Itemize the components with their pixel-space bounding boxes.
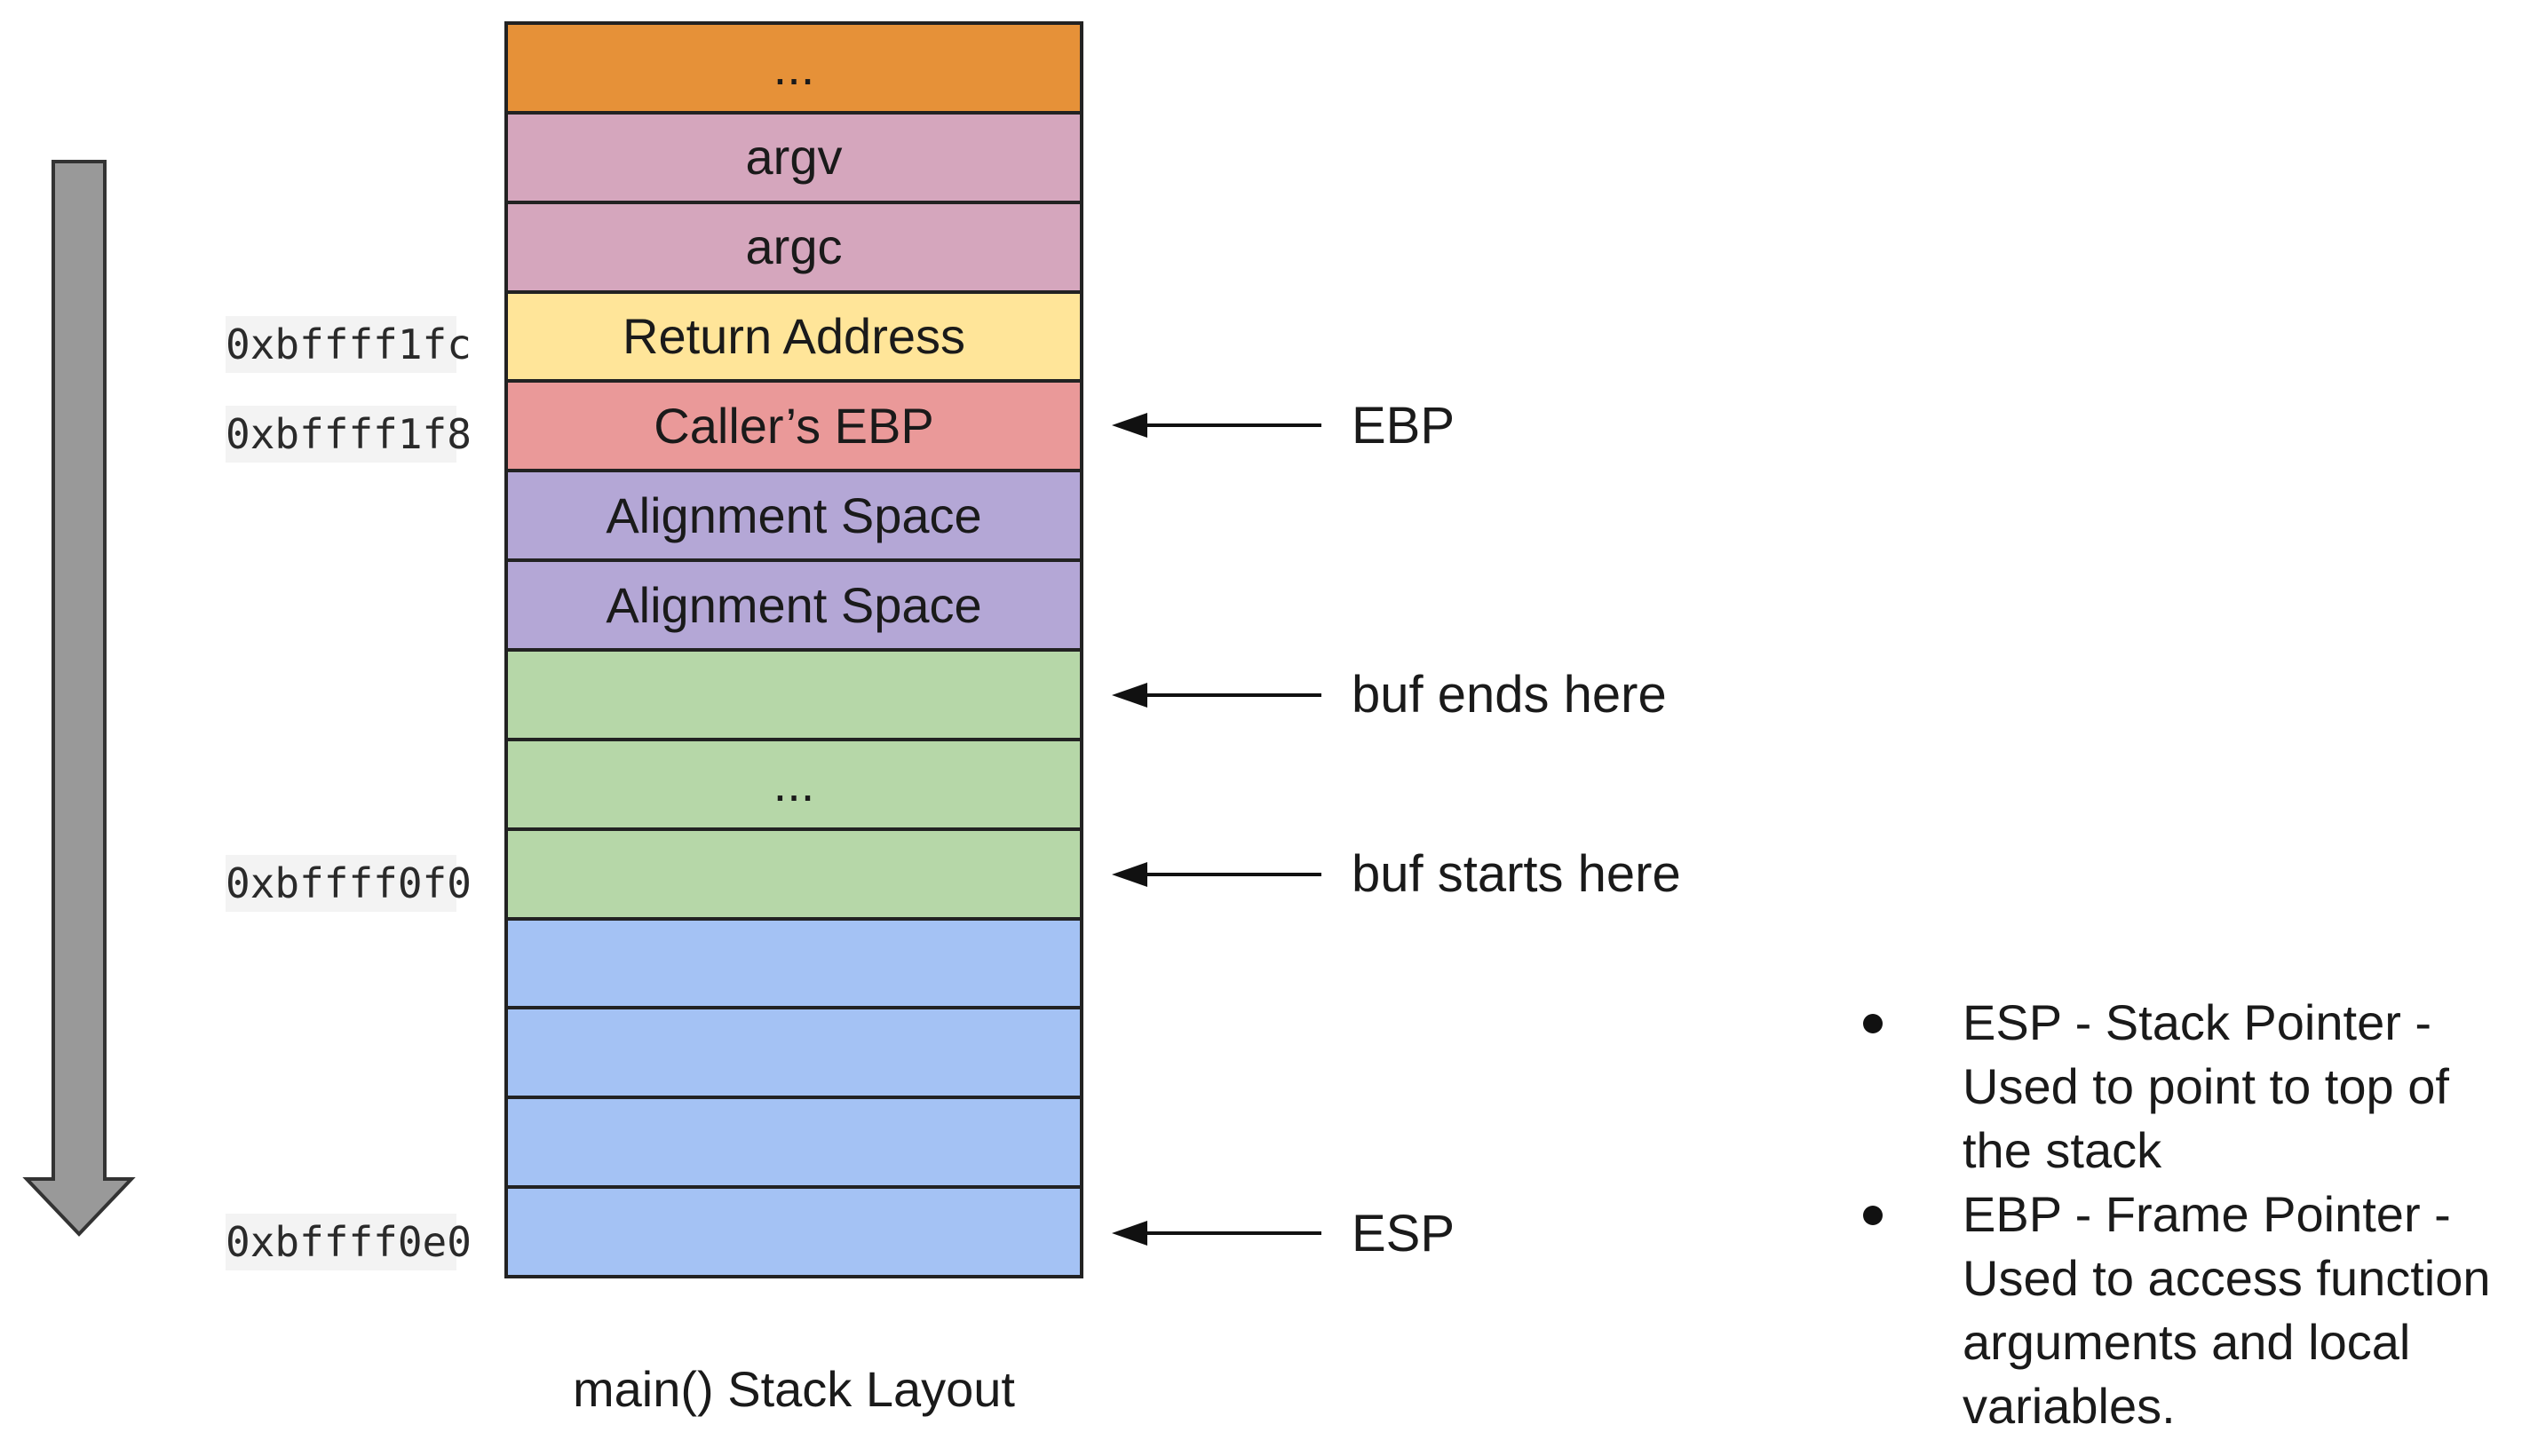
legend-item: ESP - Stack Pointer - Used to point to t… <box>1847 991 2504 1183</box>
pointer-label: EBP <box>1352 396 1455 455</box>
pointer-marker: buf starts here <box>1112 845 1681 904</box>
legend-text: EBP - Frame Pointer - Used to access fun… <box>1963 1186 2491 1434</box>
pointer-marker: EBP <box>1112 396 1455 455</box>
stack-cell: argv <box>508 114 1080 204</box>
pointer-marker: ESP <box>1112 1205 1455 1262</box>
memory-address-label: 0xbffff0e0 <box>226 1214 472 1271</box>
stack-cell <box>508 830 1080 921</box>
memory-address-label: 0xbffff0f0 <box>226 854 472 912</box>
pointer-marker: buf ends here <box>1112 666 1667 724</box>
stack-cell: ... <box>508 25 1080 115</box>
diagram-caption: main() Stack Layout <box>573 1361 1015 1417</box>
pointer-label: buf ends here <box>1352 666 1667 724</box>
bullet-icon <box>1863 1206 1883 1225</box>
register-legend: ESP - Stack Pointer - Used to point to t… <box>1847 991 2504 1438</box>
stack-cell: Alignment Space <box>508 472 1080 563</box>
stack-cell <box>508 920 1080 1010</box>
memory-address-label: 0xbffff1fc <box>226 316 472 373</box>
stack-cell <box>508 1099 1080 1190</box>
left-arrow-icon <box>1112 408 1325 443</box>
stack-cell <box>508 1009 1080 1100</box>
stack-cell: Caller’s EBP <box>508 383 1080 473</box>
stack-cell: ... <box>508 740 1080 831</box>
pointer-label: buf starts here <box>1352 845 1681 904</box>
legend-item: EBP - Frame Pointer - Used to access fun… <box>1847 1183 2504 1438</box>
left-arrow-icon <box>1112 677 1325 713</box>
stack-cell: Return Address <box>508 293 1080 384</box>
bullet-icon <box>1863 1014 1883 1033</box>
left-arrow-icon <box>1112 1215 1325 1251</box>
stack-cell <box>508 652 1080 741</box>
stack-cell: argc <box>508 203 1080 294</box>
stack-growth-down-arrow <box>22 160 136 1237</box>
legend-text: ESP - Stack Pointer - Used to point to t… <box>1963 994 2449 1178</box>
stack-cell: Alignment Space <box>508 562 1080 653</box>
left-arrow-icon <box>1112 857 1325 892</box>
pointer-label: ESP <box>1352 1204 1455 1262</box>
memory-address-label: 0xbffff1f8 <box>226 406 472 463</box>
stack-cell <box>508 1189 1080 1276</box>
